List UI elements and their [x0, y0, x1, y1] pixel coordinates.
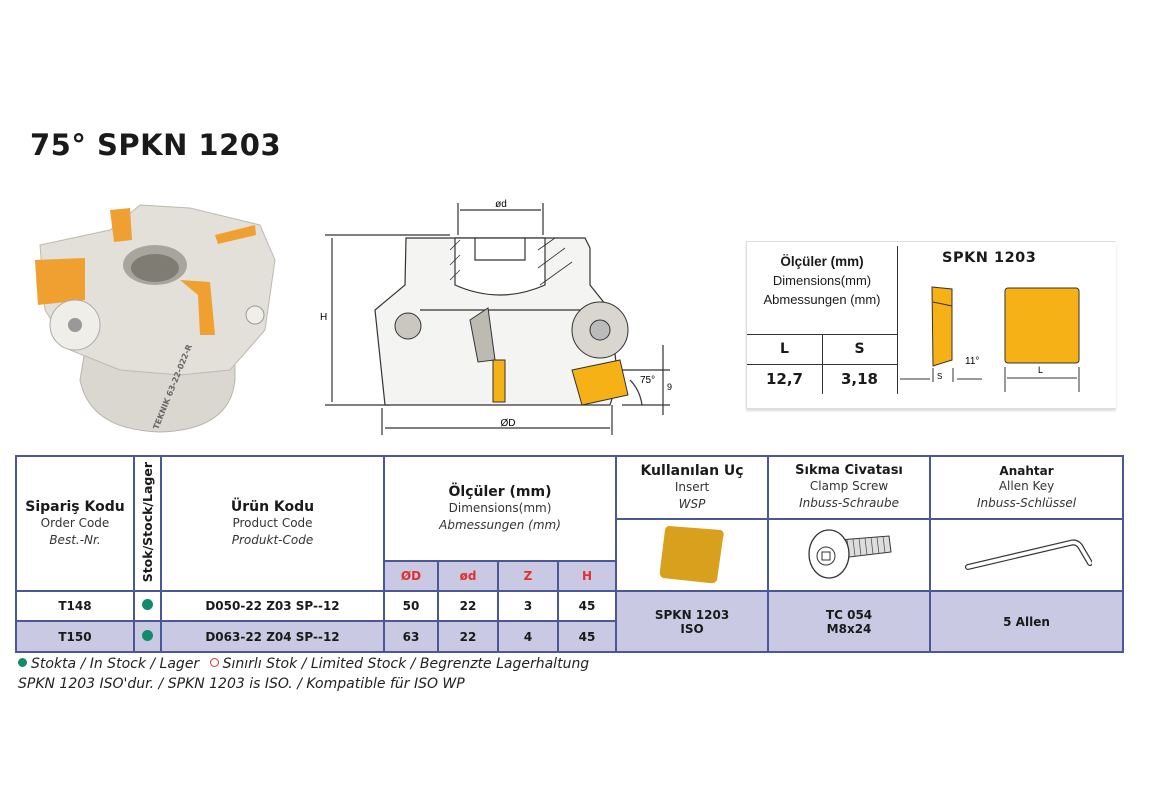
dimensions-de: Abmessungen (mm): [439, 517, 561, 532]
table-row: T148 D050-22 Z03 SP--12 50 22 3 45 SPKN …: [15, 590, 1125, 653]
outer-diameter: 50: [383, 590, 439, 622]
legend: Stokta / In Stock / Lager Sınırlı Stok /…: [18, 654, 589, 694]
col-outer-diameter: ØD: [383, 560, 439, 592]
insert-value-line1: SPKN 1203: [654, 607, 730, 622]
product-table: Sipariş Kodu Order Code Best.-Nr. Stok/S…: [15, 455, 1125, 653]
milling-cutter-photo: TEKNIK 63-22-022-R: [35, 204, 276, 433]
screw-tr: Sıkma Civatası: [795, 463, 903, 478]
screw-header: Sıkma Civatası Clamp Screw Inbuss-Schrau…: [767, 455, 932, 520]
screw-value-line1: TC 054: [825, 607, 873, 622]
key-image-cell: [929, 518, 1125, 592]
insert-image-cell: [615, 518, 770, 592]
insert-tr: Kullanılan Uç: [640, 462, 744, 479]
angle-11: 11°: [965, 356, 979, 367]
col-height: H: [556, 560, 618, 592]
angle-label: 75°: [640, 375, 655, 386]
insert-value: SPKN 1203 ISO: [615, 590, 770, 653]
key-de: Inbuss-Schlüssel: [976, 495, 1077, 510]
screw-de: Inbuss-Schraube: [799, 496, 899, 510]
product-code-tr: Ürün Kodu: [230, 498, 315, 515]
page-title: 75° SPKN 1203: [30, 128, 282, 162]
col-s-header: S: [854, 341, 865, 357]
col-l-header: L: [780, 341, 789, 357]
screw-en: Clamp Screw: [809, 479, 889, 493]
dimensions-tr: Ölçüler (mm): [448, 483, 552, 500]
in-stock-dot-icon: [18, 658, 27, 667]
allen-key-image: [964, 538, 1093, 570]
heading-en: Dimensions(mm): [772, 273, 872, 288]
legend-limited: Sınırlı Stok / Limited Stock / Begrenzte…: [222, 656, 590, 672]
heading-tr: Ölçüler (mm): [780, 254, 864, 269]
height: 45: [556, 620, 618, 653]
key-value: 5 Allen: [929, 590, 1125, 653]
order-code-tr: Sipariş Kodu: [25, 498, 125, 515]
col-bore-diameter: ød: [437, 560, 499, 592]
value-l: 12,7: [765, 370, 803, 388]
legend-in-stock: Stokta / In Stock / Lager: [31, 656, 200, 672]
teeth: 4: [497, 620, 559, 653]
order-code-header: Sipariş Kodu Order Code Best.-Nr.: [15, 455, 135, 592]
insert-value-line2: ISO: [680, 621, 704, 636]
insert-image: [659, 525, 724, 583]
limited-stock-circle-icon: [209, 658, 219, 667]
key-header: Anahtar Allen Key Inbuss-Schlüssel: [929, 455, 1125, 520]
h-label: H: [320, 312, 327, 323]
stock-status: [133, 590, 162, 622]
insert-de: WSP: [678, 496, 706, 511]
height: 45: [556, 590, 618, 622]
stock-header: Stok/Stock/Lager: [133, 455, 162, 592]
cutter-technical-drawing: ød H ØD 75° 9: [320, 199, 672, 435]
insert-dimensions-heading: Ölçüler (mm) Dimensions(mm) Abmessungen …: [747, 252, 897, 309]
product-code-en: Product Code: [232, 515, 313, 530]
insert-en: Insert: [674, 479, 710, 494]
outer-diameter-label: ØD: [501, 418, 516, 429]
product-code: D063-22 Z04 SP--12: [160, 620, 385, 653]
outer-diameter: 63: [383, 620, 439, 653]
l-label: L: [1038, 365, 1043, 375]
in-stock-dot-icon: [142, 599, 153, 610]
product-code-header: Ürün Kodu Product Code Produkt-Code: [160, 455, 385, 592]
insert-name: SPKN 1203: [942, 250, 1037, 266]
stock-header-text: Stok/Stock/Lager: [140, 461, 155, 583]
dimensions-en: Dimensions(mm): [448, 500, 552, 515]
insert-header: Kullanılan Uç Insert WSP: [615, 455, 770, 520]
stock-status: [133, 620, 162, 653]
clamp-screw-image: [808, 528, 892, 579]
bore-diameter: 22: [437, 590, 499, 622]
value-s: 3,18: [840, 370, 878, 388]
order-code-en: Order Code: [40, 515, 110, 530]
insert-diagram: S 11° L: [900, 286, 1080, 392]
product-code-de: Produkt-Code: [231, 532, 314, 547]
screw-image-cell: [767, 518, 932, 592]
s-label: S: [937, 372, 942, 381]
order-code: T150: [15, 620, 135, 653]
screw-value-line2: M8x24: [826, 621, 872, 636]
od-label: ød: [495, 199, 507, 210]
product-code: D050-22 Z03 SP--12: [160, 590, 385, 622]
legend-note: SPKN 1203 ISO'dur. / SPKN 1203 is ISO. /…: [18, 676, 465, 692]
dimensions-header: Ölçüler (mm) Dimensions(mm) Abmessungen …: [382, 455, 618, 562]
in-stock-dot-icon: [142, 629, 153, 641]
teeth: 3: [497, 590, 559, 622]
bore-diameter: 22: [437, 620, 499, 653]
order-code: T148: [15, 590, 135, 622]
key-en: Allen Key: [998, 478, 1055, 493]
height-label: 9: [667, 382, 672, 392]
screw-value: TC 054 M8x24: [767, 590, 932, 653]
insert-dimensions-panel: Ölçüler (mm) Dimensions(mm) Abmessungen …: [746, 241, 1116, 409]
col-teeth: Z: [497, 560, 559, 592]
order-code-de: Best.-Nr.: [49, 532, 101, 547]
key-tr: Anahtar: [999, 463, 1054, 478]
heading-de: Abmessungen (mm): [763, 292, 881, 307]
